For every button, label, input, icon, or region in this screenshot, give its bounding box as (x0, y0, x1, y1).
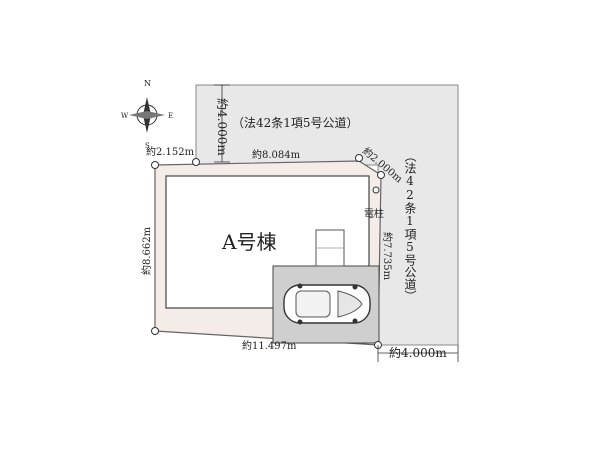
compass-icon (129, 97, 165, 133)
utility-pole-icon (372, 186, 380, 194)
dim-left-side: 約8.662m (140, 226, 153, 275)
car-icon (283, 283, 371, 325)
road-east-width: 約4.000m (389, 345, 447, 360)
compass-south: S (145, 142, 150, 150)
building-label: A号棟 (221, 230, 276, 254)
compass-west: W (121, 112, 129, 120)
road-north-label: （法42条1項5号公道） (232, 116, 359, 130)
utility-pole-label: 電柱 (364, 207, 384, 220)
dim-top-mid: 約8.084m (252, 148, 301, 161)
lot-corner-markers (151, 154, 385, 349)
compass-east: E (168, 112, 173, 120)
road-east-label: （法42条1項5号公道） (403, 150, 417, 302)
dim-bottom: 約11.497m (242, 339, 297, 352)
road-north-width: 約4.000m (215, 98, 230, 156)
compass-north: N (144, 79, 151, 88)
dim-right-side: 約7.735m (381, 232, 394, 281)
dim-top-left: 約2.152m (146, 145, 195, 158)
